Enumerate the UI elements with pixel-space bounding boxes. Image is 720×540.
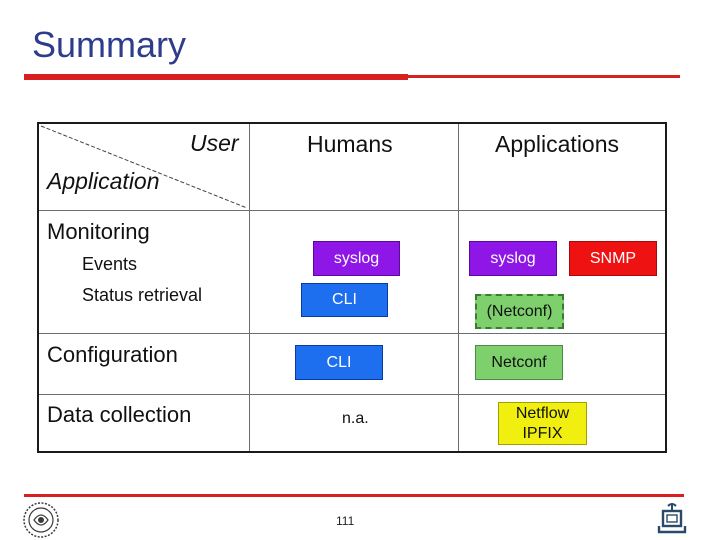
column-header-applications: Applications [495,131,620,157]
box-cli-monitoring: CLI [301,283,388,317]
row-sublabel-events: Events [82,254,138,274]
box-snmp: SNMP [569,241,657,276]
column-divider [249,124,250,451]
column-divider [458,124,459,451]
netflow-label: Netflow [515,404,570,422]
column-header-humans: Humans [307,131,393,157]
box-syslog-applications: syslog [469,241,557,276]
box-netconf-optional: (Netconf) [475,294,564,329]
box-netconf-configuration: Netconf [475,345,563,380]
not-applicable-label: n.a. [342,410,369,427]
row-sublabel-status-retrieval: Status retrieval [82,285,203,305]
corner-user-label: User [190,130,239,156]
row-divider [39,210,665,211]
slide-title: Summary [32,24,187,65]
row-divider [39,333,665,334]
row-label-data-collection: Data collection [47,402,192,427]
box-cli-configuration: CLI [295,345,383,380]
page-number: 111 [336,514,355,528]
row-label-configuration: Configuration [47,342,178,367]
box-syslog-humans: syslog [313,241,400,276]
title-underline-accent [24,74,408,80]
box-netflow-ipfix: Netflow IPFIX [498,402,587,445]
row-label-monitoring: Monitoring [47,219,150,244]
computer-logo-icon [657,503,687,534]
university-seal-icon [23,502,59,538]
footer-rule [24,494,684,497]
summary-table: User Application Humans Applications Mon… [37,122,667,453]
corner-diagonal [40,125,248,209]
row-divider [39,394,665,395]
corner-application-label: Application [47,168,160,194]
ipfix-label: IPFIX [522,424,563,442]
